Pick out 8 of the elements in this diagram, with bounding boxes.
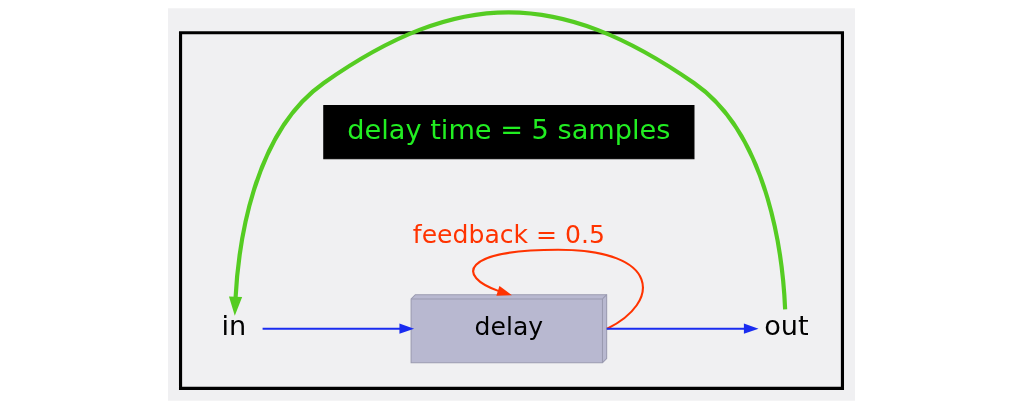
arrow [262, 323, 414, 334]
arrow [606, 323, 759, 334]
node-box: delay time = 5 samples [322, 104, 694, 160]
node-text: out [763, 310, 809, 342]
arrow [228, 10, 787, 316]
cluster [178, 31, 844, 390]
edge-label: feedback = 0.5 [412, 219, 605, 249]
node-text: in [220, 310, 246, 342]
